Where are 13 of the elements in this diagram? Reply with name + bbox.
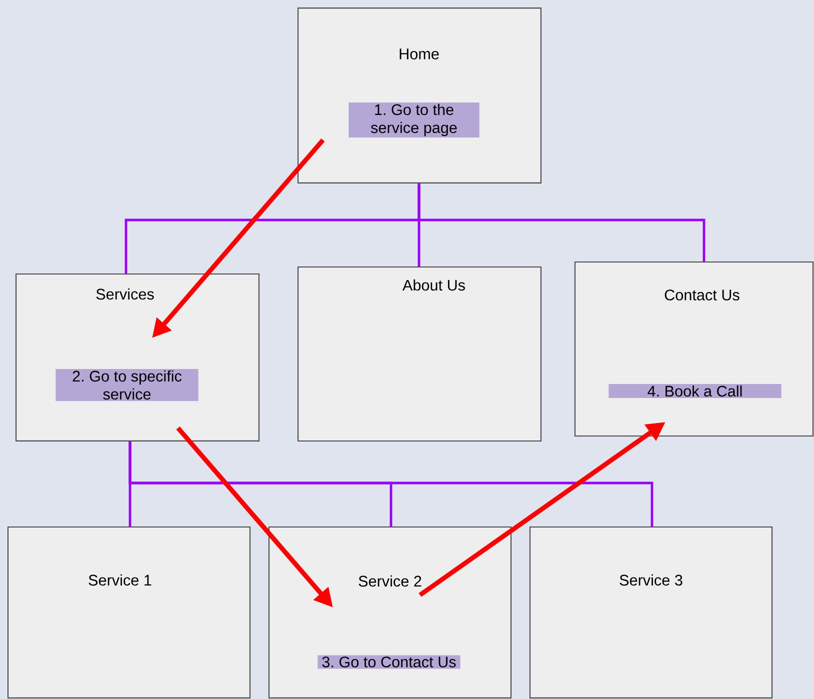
page-title: Contact Us (664, 290, 740, 300)
step-label: 4. Book a Call (608, 384, 782, 398)
page-title: Services (96, 288, 154, 300)
step-label: 3. Go to Contact Us (318, 655, 460, 669)
connector-line (128, 442, 654, 526)
page-title: Service 2 (358, 575, 422, 587)
step-label: 1. Go to the service page (348, 102, 480, 138)
page-title: Home (400, 48, 439, 60)
page-title: Service 3 (620, 574, 682, 586)
connector-line (418, 184, 706, 262)
page-title: Service 1 (88, 574, 152, 586)
page-title: About Us (402, 279, 465, 291)
step-label: 2. Go to specific service (56, 369, 198, 401)
